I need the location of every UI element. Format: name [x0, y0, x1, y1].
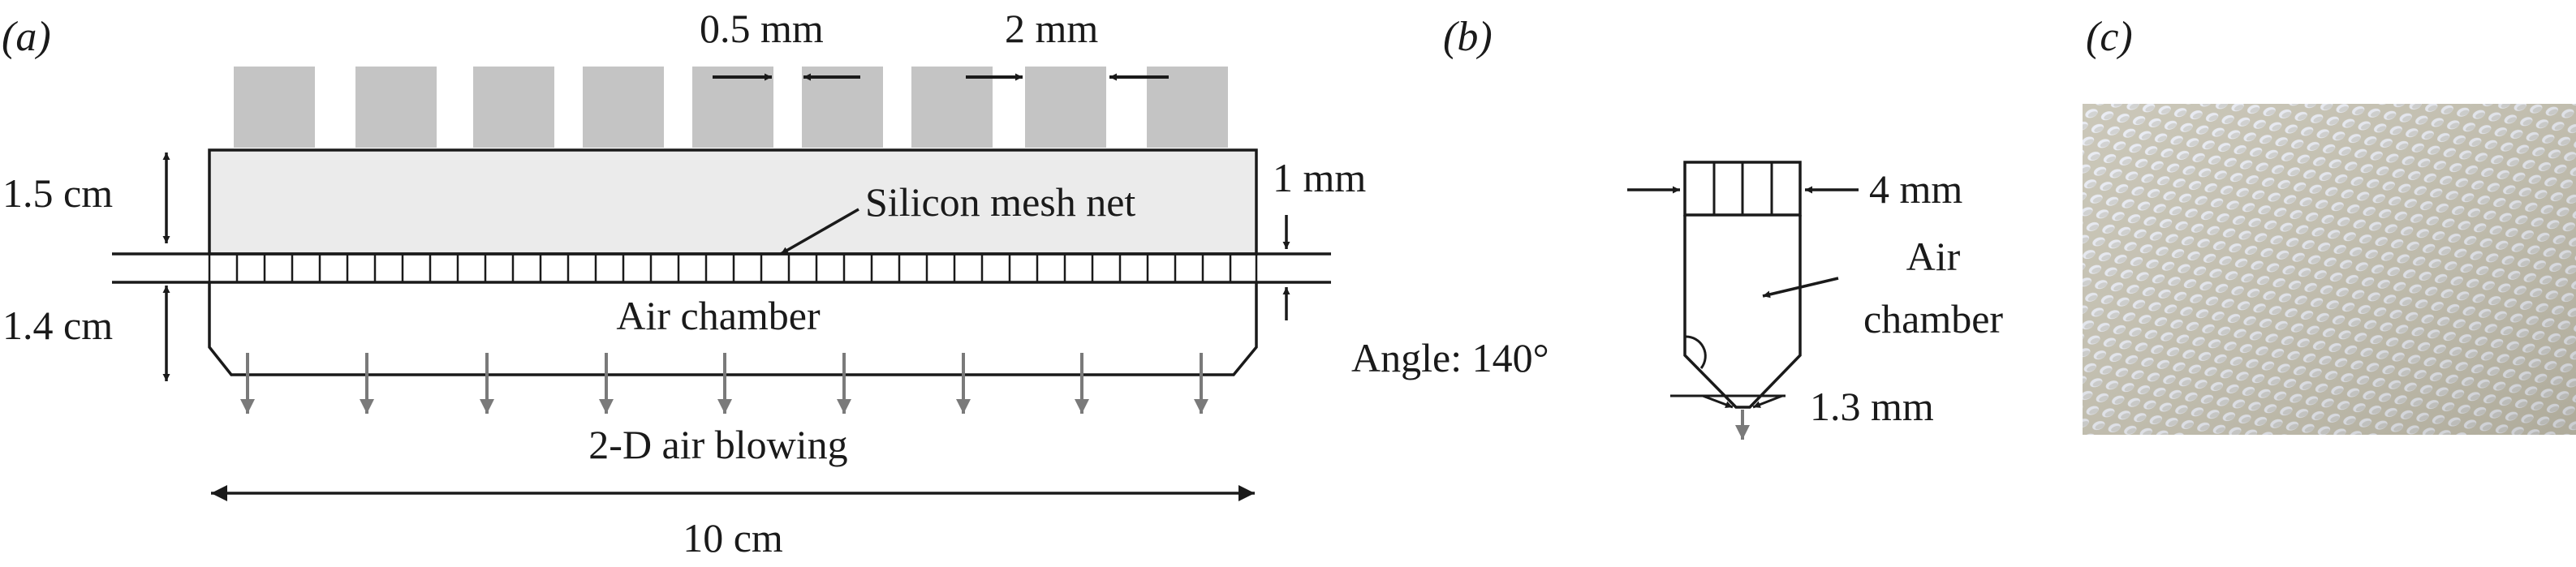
nozzle-tip-arrow-left [1702, 394, 1734, 409]
mesh-thickness-label: 1 mm [1273, 155, 1366, 200]
nozzle-chamber-label-line1: Air [1906, 234, 1961, 279]
cell-dimension-label: 2 mm [1005, 6, 1098, 51]
nozzle-opening-label: 1.3 mm [1810, 384, 1934, 429]
lower-height-dimension: 1.4 cm [2, 286, 170, 381]
nozzle-tip-arrow-right [1752, 394, 1783, 409]
mesh-photo [2083, 104, 2576, 435]
mesh-band [112, 252, 1331, 284]
nozzle-width-label: 4 mm [1869, 166, 1962, 212]
nozzle-mesh-cells [1712, 162, 1773, 215]
mesh-cells [208, 254, 1258, 282]
top-block [355, 67, 437, 148]
top-block [473, 67, 554, 148]
top-block [692, 67, 773, 148]
cell-dimension: 2 mm [966, 6, 1169, 81]
top-block [911, 67, 993, 148]
panel-b-label: (b) [1443, 14, 1493, 60]
panel-a-label: (a) [2, 14, 51, 60]
gap-dimension: 0.5 mm [700, 6, 860, 81]
nozzle-chamber-pointer [1762, 277, 1839, 299]
air-blowing-arrows [240, 353, 1208, 414]
top-block [234, 67, 315, 148]
top-block [583, 67, 664, 148]
top-block-row [234, 67, 1228, 148]
angle-label: Angle: 140° [1351, 335, 1549, 380]
width-dimension: 10 cm [211, 485, 1255, 561]
lower-height-label: 1.4 cm [2, 303, 113, 348]
panel-b: (b) 4 mm Air chamber Angle: 140° 1.3 mm [1351, 14, 2003, 440]
top-block [1025, 67, 1106, 148]
panel-a: (a) 0.5 mm 2 mm [2, 6, 1366, 561]
angle-arc [1684, 335, 1707, 369]
upper-height-dimension: 1.5 cm [2, 152, 170, 243]
mesh-pointer-arrow [780, 208, 859, 256]
top-block [802, 67, 883, 148]
mesh-thickness-dimension: 1 mm [1273, 155, 1366, 320]
panel-c: (c) [2083, 14, 2576, 435]
air-blowing-label: 2-D air blowing [588, 422, 847, 467]
upper-height-label: 1.5 cm [2, 170, 113, 216]
top-block [1147, 67, 1228, 148]
width-label: 10 cm [683, 515, 783, 561]
nozzle-chamber-outline [1683, 215, 1802, 409]
air-chamber-label: Air chamber [616, 293, 821, 338]
mesh-label: Silicon mesh net [865, 179, 1135, 225]
nozzle-chamber-label-line2: chamber [1863, 296, 2003, 341]
panel-c-label: (c) [2086, 14, 2133, 60]
air-chamber-outline [208, 282, 1258, 376]
gap-dimension-label: 0.5 mm [700, 6, 824, 51]
upper-air-box [208, 148, 1258, 256]
